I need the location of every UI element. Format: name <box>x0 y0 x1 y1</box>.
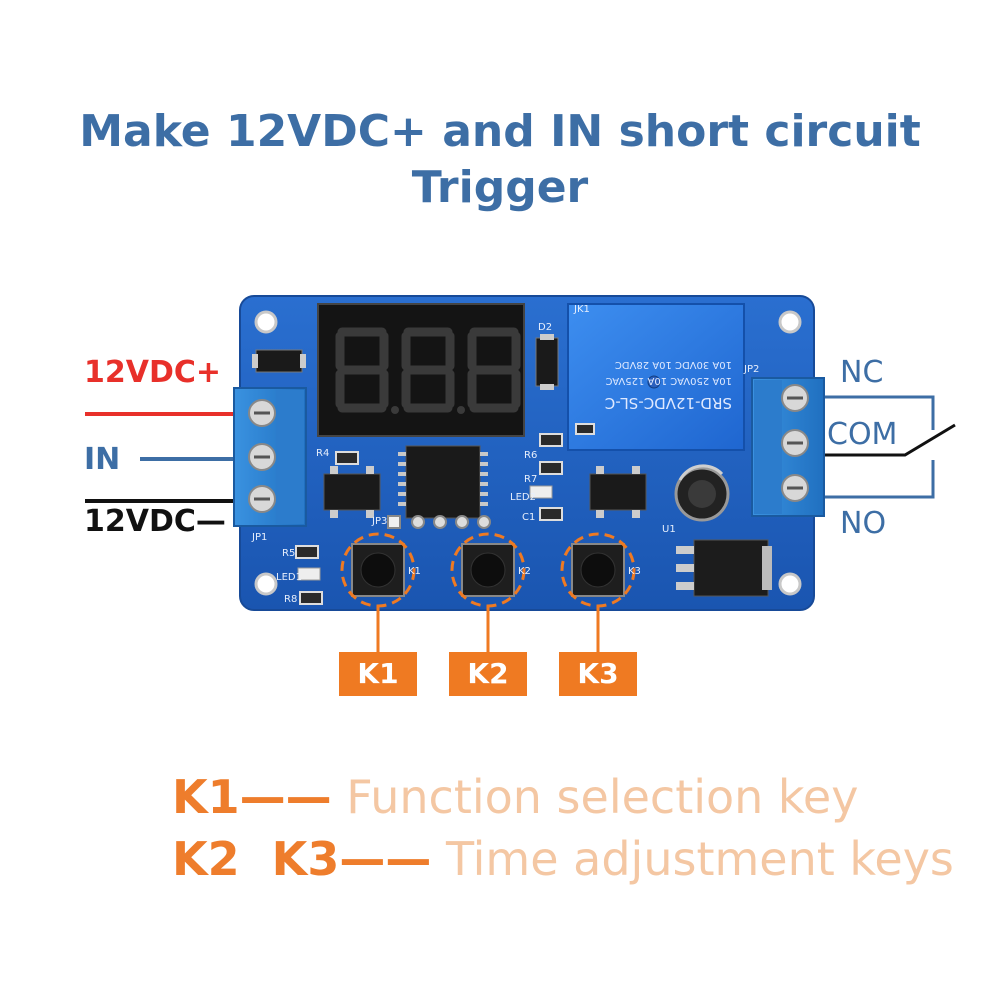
legend-row-2: K2 K3—— Time adjustment keys <box>172 832 954 886</box>
wire-nc <box>815 395 935 430</box>
silk-r6: R6 <box>524 450 537 461</box>
label-12vdc-minus: 12VDC— <box>84 504 226 539</box>
silk-jk1: JK1 <box>573 304 590 315</box>
silk-jp2: JP2 <box>743 364 759 375</box>
silk-r7: R7 <box>524 474 537 485</box>
button-k1-graphic <box>340 532 416 608</box>
silk-jp3: JP3 <box>371 516 387 527</box>
terminal-block-left <box>233 387 307 527</box>
silk-r8: R8 <box>284 594 297 605</box>
terminal-block-right <box>751 377 825 517</box>
microcontroller-chip <box>398 445 488 519</box>
callout-k2: K2 <box>449 652 527 696</box>
silk-led2: LED2 <box>510 492 536 503</box>
silk-jp1: JP1 <box>251 532 267 543</box>
diode-top-left <box>252 349 306 373</box>
wire-com <box>815 423 956 457</box>
silk-k3: K3 <box>628 566 641 577</box>
silk-led1: LED1 <box>276 572 302 583</box>
legend-k2k3-keys: K2 K3—— <box>172 832 432 886</box>
silk-u1: U1 <box>662 524 676 535</box>
mounting-holes <box>254 310 802 596</box>
optocoupler-right <box>589 466 647 518</box>
voltage-regulator <box>676 539 772 597</box>
label-12vdc-plus: 12VDC+ <box>84 355 222 390</box>
title-line-2: Trigger <box>411 162 589 213</box>
relay: SRD-12VDC-SL-C 10A 250VAC 10A 125VAC 10A… <box>567 303 745 451</box>
legend-k2k3-desc: Time adjustment keys <box>445 832 954 886</box>
relay-rating-dc: 10A 30VDC 10A 28VDC <box>615 359 732 370</box>
legend-k1-desc: Function selection key <box>346 770 859 824</box>
silk-r5: R5 <box>282 548 295 559</box>
relay-model-text: SRD-12VDC-SL-C <box>605 394 732 412</box>
silk-k1: K1 <box>408 566 421 577</box>
capacitor <box>674 464 730 522</box>
header-pins <box>387 515 491 529</box>
seven-segment-display <box>317 303 525 437</box>
label-no: NO <box>840 506 887 541</box>
label-nc: NC <box>840 355 884 390</box>
button-k2-graphic <box>450 532 526 608</box>
button-k3-graphic <box>560 532 636 608</box>
callout-k1: K1 <box>339 652 417 696</box>
silk-k2: K2 <box>518 566 531 577</box>
silk-d2: D2 <box>538 322 552 333</box>
relay-rating-ac: 10A 250VAC 10A 125VAC <box>605 375 732 386</box>
leds <box>297 485 553 581</box>
silk-r4: R4 <box>316 448 329 459</box>
legend-row-1: K1—— Function selection key <box>172 770 858 824</box>
title-line-1: Make 12VDC+ and IN short circuit <box>79 106 921 157</box>
silk-c1: C1 <box>522 512 535 523</box>
label-in: IN <box>84 442 121 477</box>
optocoupler-left <box>323 466 381 518</box>
legend-k1-keys: K1—— <box>172 770 332 824</box>
wire-no <box>815 460 935 499</box>
diode-d2 <box>535 334 559 390</box>
smd-resistors <box>295 423 595 605</box>
callout-k3: K3 <box>559 652 637 696</box>
label-com: COM <box>827 417 898 452</box>
